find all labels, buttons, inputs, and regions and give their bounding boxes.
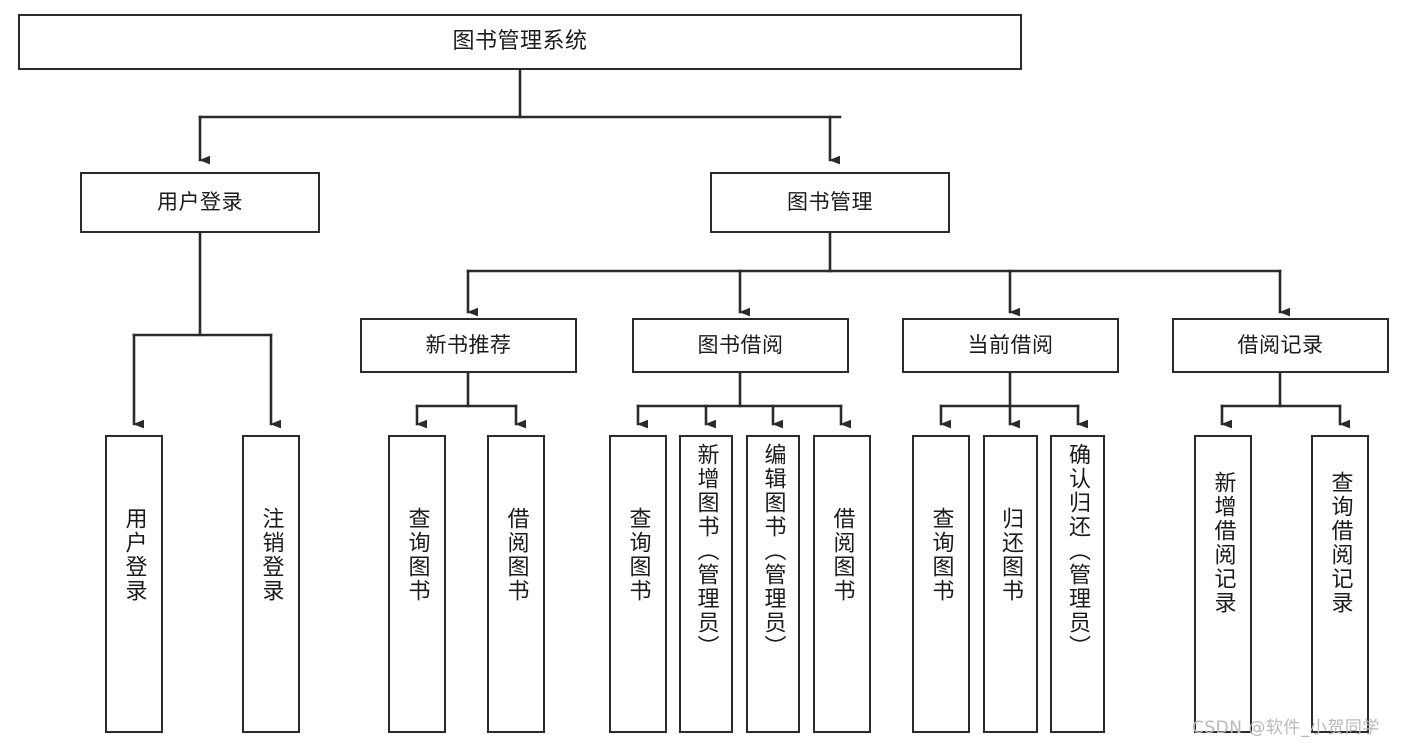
leaf-borrow-record-add-record-label: 新增借阅记录 (1210, 471, 1236, 615)
leaf-current-borrow-query-book[interactable]: 查询图书 (912, 435, 970, 733)
node-root-label: 图书管理系统 (452, 29, 588, 55)
node-borrow-record[interactable]: 借阅记录 (1172, 318, 1389, 373)
leaf-book-borrow-query-book[interactable]: 查询图书 (609, 435, 667, 733)
node-new-book-recommend-label: 新书推荐 (425, 333, 512, 358)
node-user-login-label: 用户登录 (157, 190, 243, 215)
node-book-management[interactable]: 图书管理 (710, 172, 950, 233)
leaf-current-borrow-query-book-label: 查询图书 (928, 507, 954, 603)
leaf-book-borrow-borrow-book-label: 借阅图书 (829, 507, 855, 603)
node-book-borrow[interactable]: 图书借阅 (632, 318, 849, 373)
leaf-user-login-login[interactable]: 用户登录 (105, 435, 163, 733)
node-book-borrow-label: 图书借阅 (697, 333, 784, 358)
leaf-book-borrow-add-book-admin-label: 新增图书（管理员） (693, 443, 719, 659)
leaf-book-borrow-query-book-label: 查询图书 (625, 507, 651, 603)
leaf-new-book-borrow-book[interactable]: 借阅图书 (487, 435, 545, 733)
leaf-current-borrow-confirm-return-admin-label: 确认归还（管理员） (1065, 443, 1091, 659)
node-book-management-label: 图书管理 (787, 190, 873, 215)
node-borrow-record-label: 借阅记录 (1237, 333, 1324, 358)
node-new-book-recommend[interactable]: 新书推荐 (360, 318, 577, 373)
leaf-user-login-login-label: 用户登录 (121, 507, 147, 603)
node-current-borrow[interactable]: 当前借阅 (902, 318, 1119, 373)
leaf-book-borrow-add-book-admin[interactable]: 新增图书（管理员） (679, 435, 733, 733)
leaf-borrow-record-query-record[interactable]: 查询借阅记录 (1311, 435, 1369, 733)
leaf-current-borrow-return-book-label: 归还图书 (998, 507, 1024, 603)
leaf-book-borrow-edit-book-admin[interactable]: 编辑图书（管理员） (746, 435, 800, 733)
leaf-borrow-record-query-record-label: 查询借阅记录 (1327, 471, 1353, 615)
leaf-current-borrow-confirm-return-admin[interactable]: 确认归还（管理员） (1050, 435, 1105, 733)
leaf-current-borrow-return-book[interactable]: 归还图书 (983, 435, 1038, 733)
leaf-book-borrow-borrow-book[interactable]: 借阅图书 (813, 435, 871, 733)
leaf-user-login-logout[interactable]: 注销登录 (242, 435, 300, 733)
csdn-watermark: CSDN @软件_小贺同学 (1192, 718, 1380, 738)
leaf-new-book-borrow-book-label: 借阅图书 (503, 507, 529, 603)
leaf-borrow-record-add-record[interactable]: 新增借阅记录 (1194, 435, 1252, 733)
leaf-user-login-logout-label: 注销登录 (258, 507, 284, 603)
node-current-borrow-label: 当前借阅 (967, 333, 1054, 358)
node-user-login[interactable]: 用户登录 (80, 172, 320, 233)
leaf-new-book-query-book-label: 查询图书 (404, 507, 430, 603)
leaf-book-borrow-edit-book-admin-label: 编辑图书（管理员） (760, 443, 786, 659)
node-root-book-management-system[interactable]: 图书管理系统 (18, 14, 1022, 70)
leaf-new-book-query-book[interactable]: 查询图书 (388, 435, 446, 733)
